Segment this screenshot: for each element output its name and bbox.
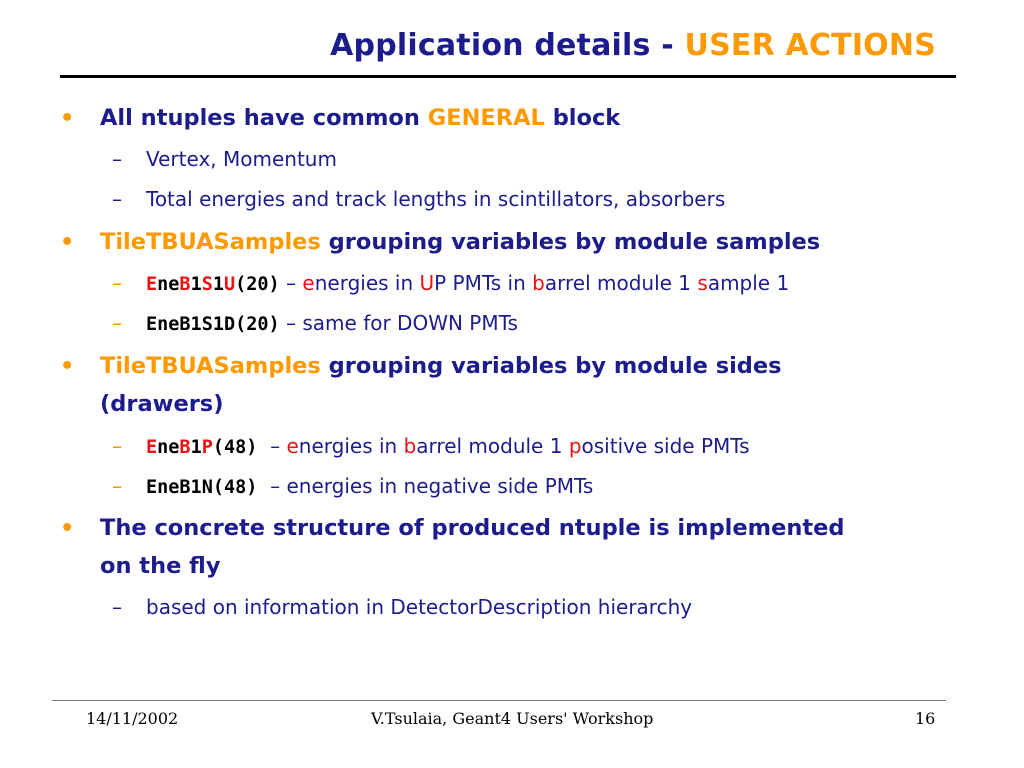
code-text: 1	[212, 274, 224, 295]
desc-text: arrel module 1	[416, 434, 569, 458]
bullet-marker: •	[60, 229, 75, 255]
desc-text: ample 1	[707, 271, 790, 295]
bullet-general-block: • All ntuples have common GENERAL block	[60, 99, 621, 137]
bullet-concrete-structure: • The concrete structure of produced ntu…	[60, 509, 845, 547]
bullet-text: (drawers)	[100, 391, 224, 417]
bullet-marker: •	[60, 515, 75, 541]
title-main: Application details -	[330, 28, 685, 63]
desc-text: nergies in	[298, 434, 404, 458]
sub-bullet-text: same for DOWN PMTs	[302, 311, 518, 335]
sub-bullet: – EneB1S1D(20) – same for DOWN PMTs	[112, 304, 518, 344]
bullet-text: grouping variables by module samples	[320, 229, 821, 255]
sub-bullet-text: Total energies and track lengths in scin…	[146, 187, 726, 211]
sub-bullet: – EneB1S1U(20) – energies in UP PMTs in …	[112, 264, 790, 304]
sub-bullet-marker: –	[112, 271, 122, 295]
bullet-keyword: TileTBUASamples	[100, 353, 321, 379]
variable-name: EneB1S1U(20)	[146, 274, 280, 295]
variable-name: EneB1P(48)	[146, 437, 257, 458]
bullet-continuation: (drawers)	[100, 385, 224, 423]
code-letter: E	[146, 437, 158, 458]
code-letter: E	[146, 274, 158, 295]
code-text: ne	[157, 274, 180, 295]
separator: –	[279, 271, 303, 295]
bullet-continuation: on the fly	[100, 547, 221, 585]
footer-divider	[52, 700, 946, 701]
sub-bullet-text: based on information in DetectorDescript…	[146, 595, 693, 619]
bullet-text: The concrete structure of produced ntupl…	[100, 515, 845, 541]
code-text: 1	[190, 274, 202, 295]
sub-bullet-marker: –	[112, 474, 122, 498]
sub-bullet-marker: –	[112, 147, 122, 171]
separator: –	[257, 434, 287, 458]
desc-text: P PMTs in	[434, 271, 533, 295]
desc-letter: e	[302, 271, 315, 295]
bullet-text: block	[544, 105, 621, 131]
sub-bullet-text: energies in negative side PMTs	[286, 474, 594, 498]
title-divider	[60, 75, 956, 78]
code-text: ne	[157, 437, 180, 458]
bullet-marker: •	[60, 105, 75, 131]
desc-letter: b	[403, 434, 417, 458]
sub-bullet: – EneB1N(48) – energies in negative side…	[112, 467, 594, 507]
sub-bullet-marker: –	[112, 311, 122, 335]
sub-bullet-marker: –	[112, 595, 122, 619]
sub-bullet-marker: –	[112, 187, 122, 211]
desc-letter: e	[286, 434, 299, 458]
bullet-keyword: GENERAL	[427, 105, 545, 131]
desc-text: arrel module 1	[544, 271, 698, 295]
bullet-keyword: TileTBUASamples	[100, 229, 321, 255]
bullet-text: All ntuples have common	[100, 105, 428, 131]
variable-name: EneB1N(48)	[146, 477, 258, 498]
sub-bullet: – Total energies and track lengths in sc…	[112, 180, 726, 218]
bullet-module-samples: • TileTBUASamples grouping variables by …	[60, 223, 821, 261]
footer-date: 14/11/2002	[86, 709, 179, 728]
code-text: 1	[190, 437, 202, 458]
code-letter: U	[223, 274, 236, 295]
separator: –	[279, 311, 303, 335]
separator: –	[257, 474, 287, 498]
sub-bullet: – EneB1P(48) – energies in barrel module…	[112, 427, 750, 467]
desc-letter: b	[532, 271, 545, 295]
code-text: (48)	[212, 437, 258, 458]
sub-bullet-marker: –	[112, 434, 122, 458]
desc-text: nergies in	[314, 271, 420, 295]
slide-title: Application details - USER ACTIONS	[330, 28, 936, 63]
code-text: (20)	[235, 274, 280, 295]
page-number: 16	[915, 709, 936, 728]
bullet-marker: •	[60, 353, 75, 379]
sub-bullet-text: Vertex, Momentum	[146, 147, 337, 171]
bullet-text: on the fly	[100, 553, 221, 579]
variable-name: EneB1S1D(20)	[146, 314, 280, 335]
desc-letter: s	[697, 271, 708, 295]
sub-bullet: – based on information in DetectorDescri…	[112, 588, 693, 626]
code-letter: P	[201, 437, 213, 458]
footer-author: V.Tsulaia, Geant4 Users' Workshop	[371, 709, 654, 728]
code-letter: B	[179, 274, 191, 295]
code-letter: B	[179, 437, 191, 458]
desc-letter: U	[419, 271, 435, 295]
desc-letter: p	[568, 434, 582, 458]
sub-bullet: – Vertex, Momentum	[112, 140, 337, 178]
bullet-text: grouping variables by module sides	[320, 353, 782, 379]
bullet-module-sides: • TileTBUASamples grouping variables by …	[60, 347, 782, 385]
title-accent: USER ACTIONS	[684, 28, 936, 63]
desc-text: ositive side PMTs	[581, 434, 750, 458]
code-letter: S	[201, 274, 213, 295]
